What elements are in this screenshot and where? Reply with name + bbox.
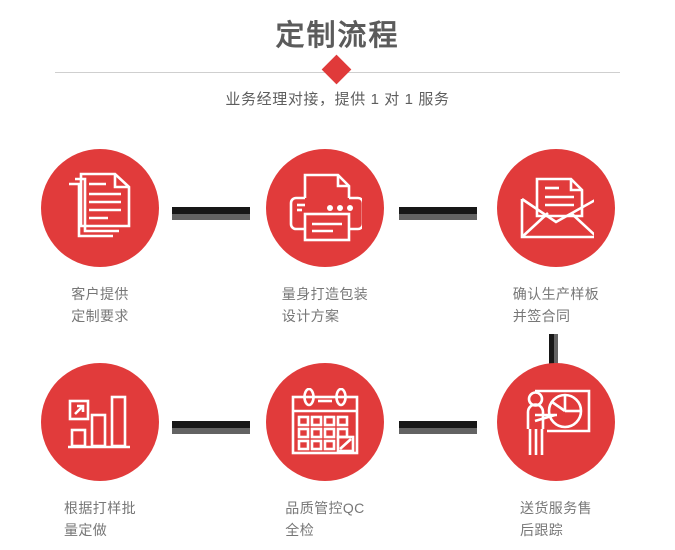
connector-step1-step2 <box>172 207 250 220</box>
flow-step-label: 送货服务售 后跟踪 <box>461 497 651 541</box>
flow-step-label-text: 客户提供 定制要求 <box>71 286 129 324</box>
connector-bar-dark <box>172 421 250 428</box>
step-icon-circle <box>41 149 159 267</box>
flow-step-5[interactable]: 品质管控QC 全检 <box>230 363 420 541</box>
flow-step-label: 品质管控QC 全检 <box>230 497 420 541</box>
connector-bar-dark <box>399 207 477 214</box>
connector-bar-dark <box>399 421 477 428</box>
diamond-ornament-icon <box>321 54 352 85</box>
calendar-icon <box>291 388 359 455</box>
step-icon-circle <box>497 363 615 481</box>
flow-step-label: 客户提供 定制要求 <box>5 283 195 327</box>
flow-step-label: 量身打造包装 设计方案 <box>230 283 420 327</box>
presenter-pie-chart-icon <box>526 389 591 455</box>
flow-step-1[interactable]: 客户提供 定制要求 <box>5 149 195 327</box>
bar-chart-growth-icon <box>68 395 130 449</box>
page-title: 定制流程 <box>275 20 400 52</box>
step-icon-circle <box>266 363 384 481</box>
flow-step-label: 根据打样批 量定做 <box>5 497 195 541</box>
step-icon-circle <box>497 149 615 267</box>
process-flow: 客户提供 定制要求 <box>0 125 675 550</box>
flow-step-label-text: 品质管控QC 全检 <box>285 500 365 538</box>
flow-step-label-text: 确认生产样板 并签合同 <box>512 286 600 324</box>
connector-bar-light <box>172 428 250 434</box>
flow-step-2[interactable]: 量身打造包装 设计方案 <box>230 149 420 327</box>
connector-step5-step6 <box>399 421 477 434</box>
connector-step3-step6 <box>549 334 558 370</box>
connector-bar-dark <box>549 334 554 370</box>
envelope-document-icon <box>520 177 594 239</box>
connector-bar-light <box>554 334 558 370</box>
connector-step2-step3 <box>399 207 477 220</box>
connector-bar-light <box>399 214 477 220</box>
flow-step-label-text: 量身打造包装 设计方案 <box>281 286 369 324</box>
page-header: 定制流程 业务经理对接，提供 1 对 1 服务 <box>0 0 675 125</box>
flow-step-label: 确认生产样板 并签合同 <box>461 283 651 327</box>
flow-step-6[interactable]: 送货服务售 后跟踪 <box>461 363 651 541</box>
flow-step-3[interactable]: 确认生产样板 并签合同 <box>461 149 651 327</box>
printer-icon <box>289 173 362 242</box>
documents-icon <box>69 172 131 238</box>
connector-bar-light <box>399 428 477 434</box>
connector-step4-step5 <box>172 421 250 434</box>
flow-step-label-text: 根据打样批 量定做 <box>64 500 136 538</box>
step-icon-circle <box>41 363 159 481</box>
connector-bar-dark <box>172 207 250 214</box>
connector-bar-light <box>172 214 250 220</box>
flow-step-4[interactable]: 根据打样批 量定做 <box>5 363 195 541</box>
flow-step-label-text: 送货服务售 后跟踪 <box>520 500 592 538</box>
page-subtitle: 业务经理对接，提供 1 对 1 服务 <box>225 91 450 108</box>
step-icon-circle <box>266 149 384 267</box>
